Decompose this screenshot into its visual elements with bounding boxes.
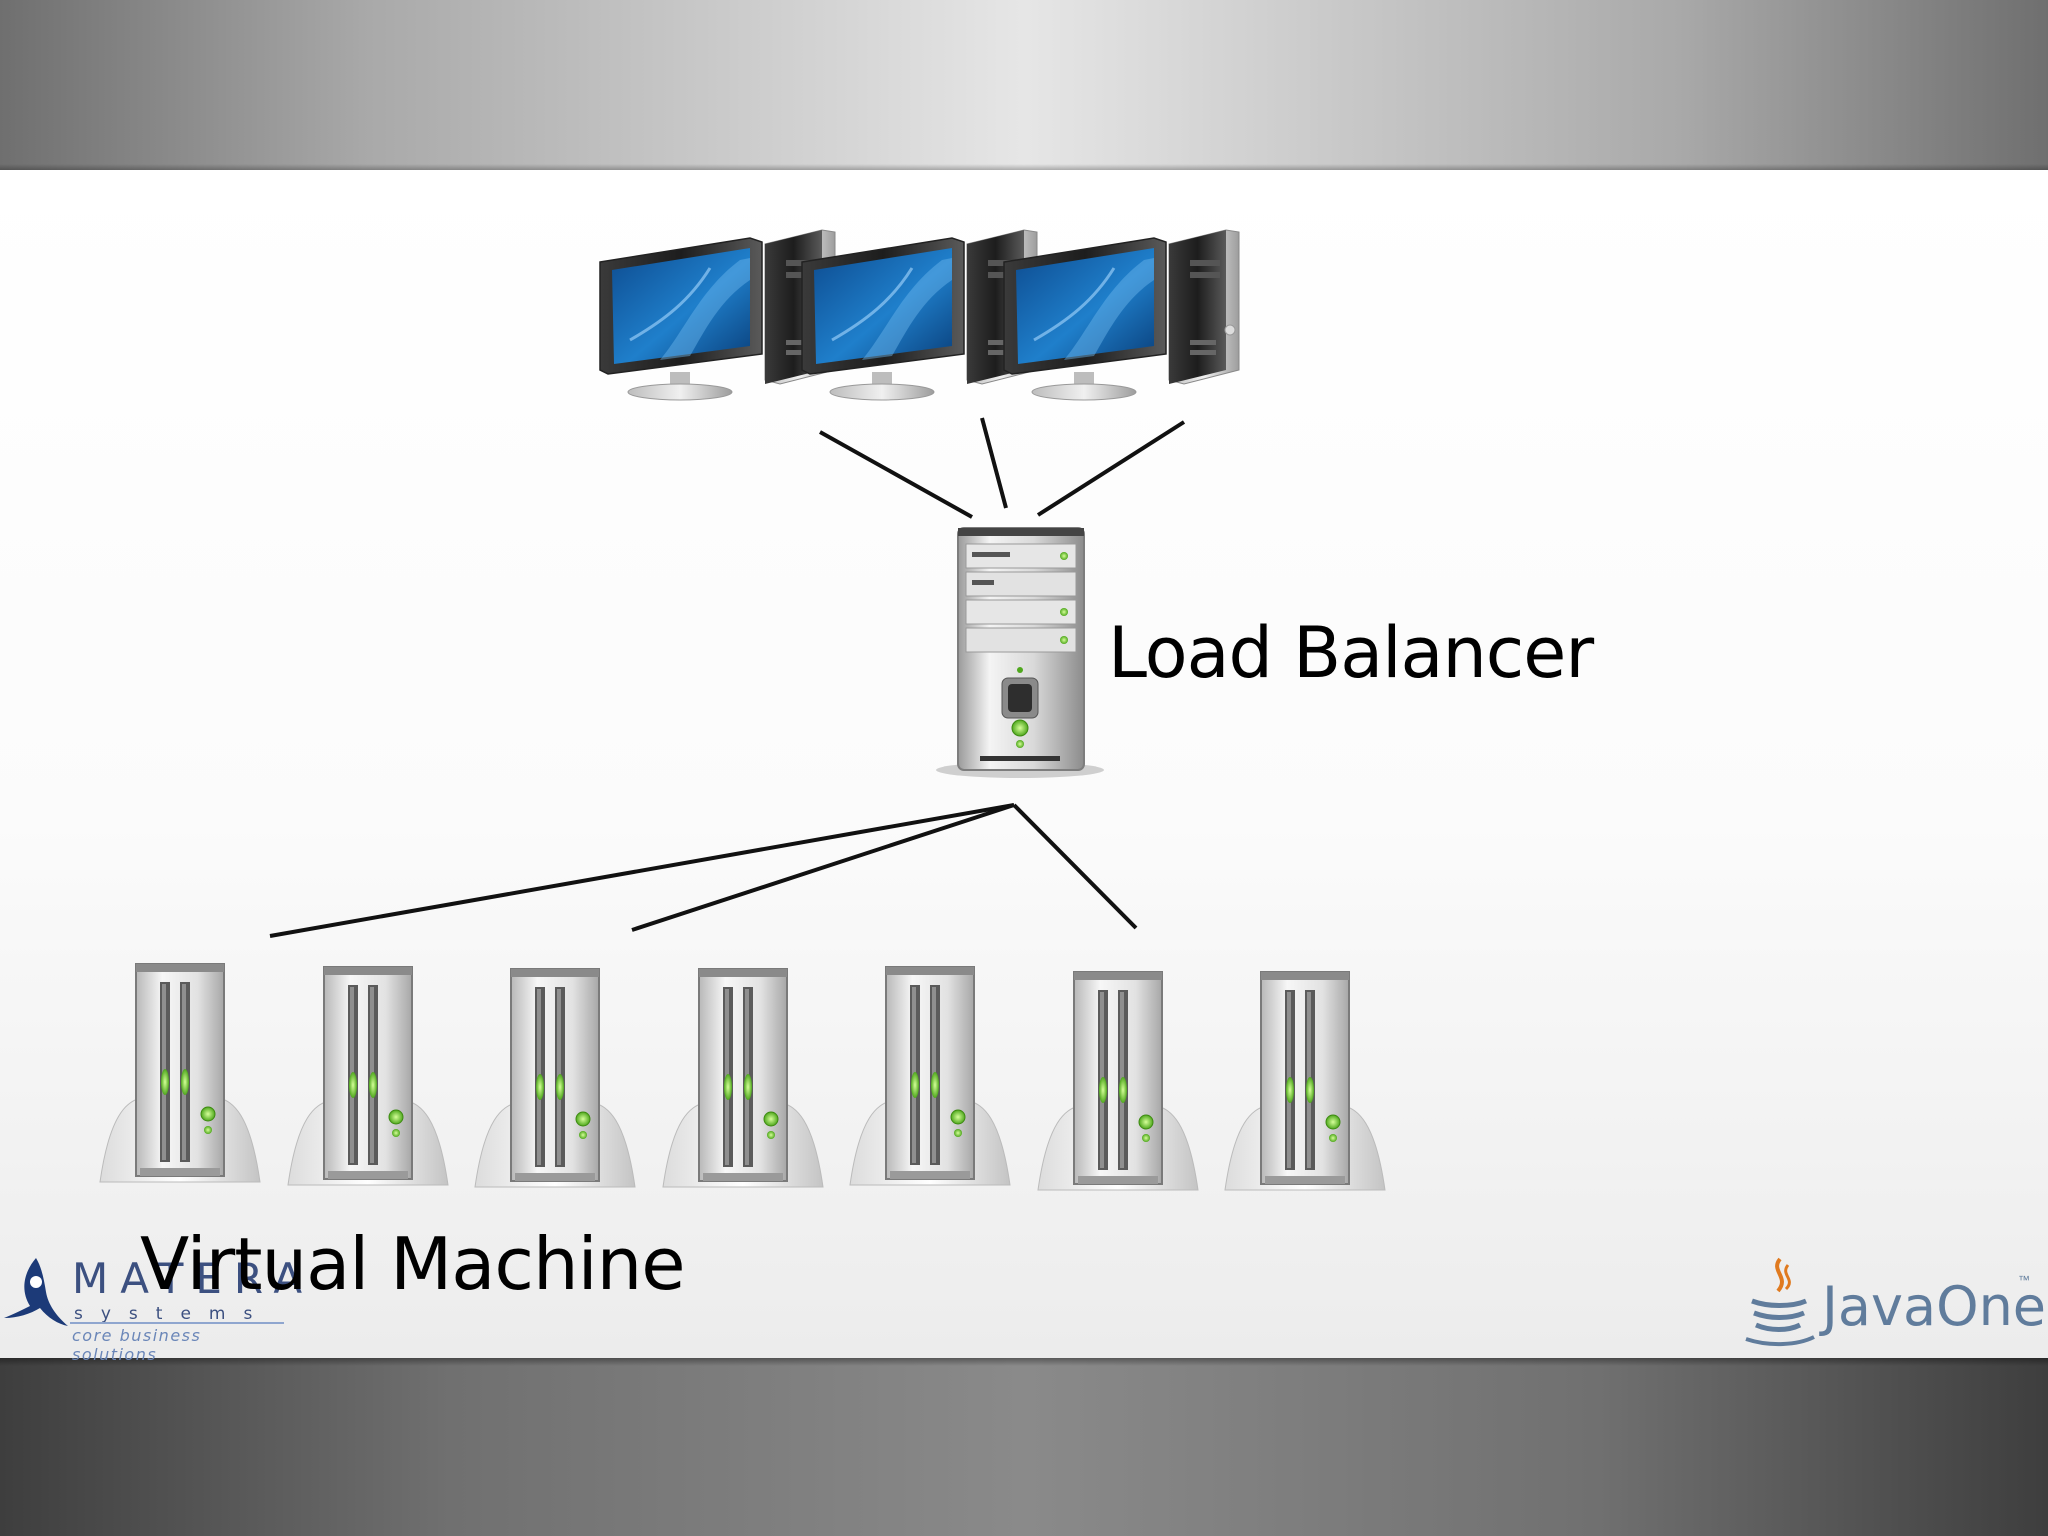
virtual-machine-label: Virtual Machine [140, 1222, 686, 1306]
connector-vm-3 [631, 803, 1015, 932]
matera-swoosh-icon [4, 1258, 68, 1326]
slide-bottom-band [0, 1358, 2048, 1536]
virtual-machine-5 [849, 966, 1011, 1186]
matera-wordmark: MATERA [72, 1254, 315, 1303]
virtual-machine-6 [1037, 971, 1199, 1191]
matera-divider [70, 1322, 284, 1324]
connector-client-1 [819, 430, 973, 519]
connector-vm-6 [1012, 803, 1138, 930]
load-balancer-label: Load Balancer [1108, 612, 1594, 694]
client-computer-3 [1002, 228, 1241, 402]
virtual-machine-4 [662, 968, 824, 1188]
vm-connectors [269, 803, 1138, 938]
javaone-trademark: ™ [2018, 1273, 2030, 1287]
virtual-machine-1 [99, 963, 261, 1183]
javaone-wordmark: JavaOne [1822, 1275, 2047, 1338]
java-coffee-cup-icon [1745, 1257, 1815, 1347]
slide-top-band [0, 0, 2048, 170]
client-computer-2 [800, 228, 1039, 402]
virtual-machine-2 [287, 966, 449, 1186]
client-computer-1 [598, 228, 837, 402]
javaone-logo: JavaOne ™ [1740, 1255, 2046, 1350]
matera-tagline: core business solutions [72, 1326, 202, 1364]
load-balancer-server [936, 527, 1104, 778]
connector-vm-1 [269, 803, 1015, 938]
matera-subtitle: systems [74, 1304, 271, 1324]
connector-client-3 [1036, 420, 1186, 517]
connector-client-2 [980, 417, 1008, 509]
matera-logo: MATERA systems core business solutions [0, 1252, 302, 1364]
virtual-machine-7 [1224, 971, 1386, 1191]
virtual-machine-3 [474, 968, 636, 1188]
client-connectors [819, 417, 1186, 519]
